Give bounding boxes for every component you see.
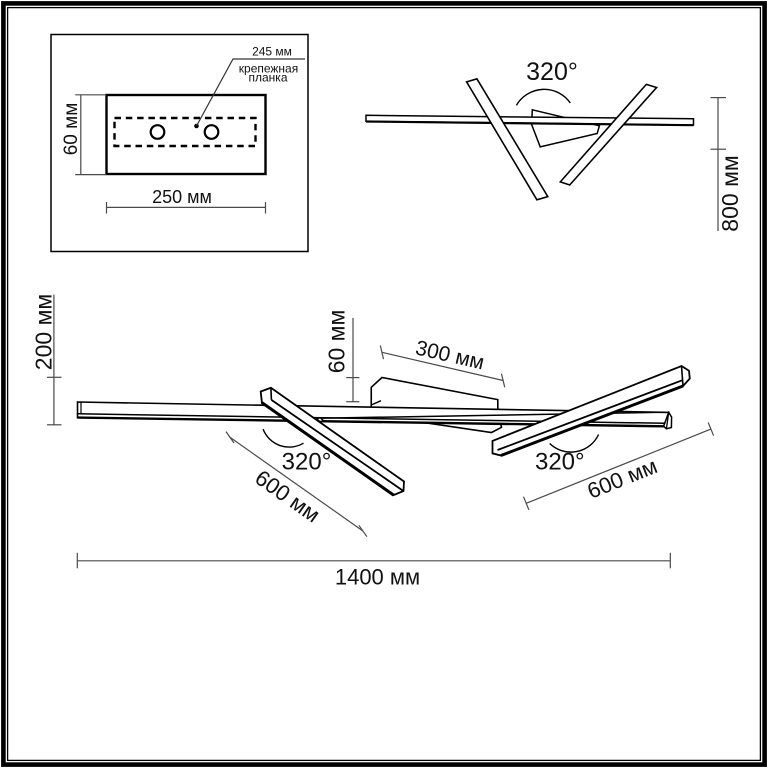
svg-text:крепежная: крепежная (239, 62, 298, 76)
svg-text:245 мм: 245 мм (252, 45, 292, 59)
svg-text:320°: 320° (282, 449, 332, 476)
svg-text:60 мм: 60 мм (61, 103, 82, 156)
svg-text:800 мм: 800 мм (717, 155, 743, 231)
svg-text:250 мм: 250 мм (152, 187, 212, 207)
svg-text:1400 мм: 1400 мм (335, 565, 420, 590)
svg-text:320°: 320° (535, 449, 585, 476)
svg-text:60 мм: 60 мм (324, 310, 350, 374)
svg-text:планка: планка (249, 71, 288, 85)
svg-text:200 мм: 200 мм (30, 294, 56, 370)
svg-text:320°: 320° (526, 58, 578, 86)
